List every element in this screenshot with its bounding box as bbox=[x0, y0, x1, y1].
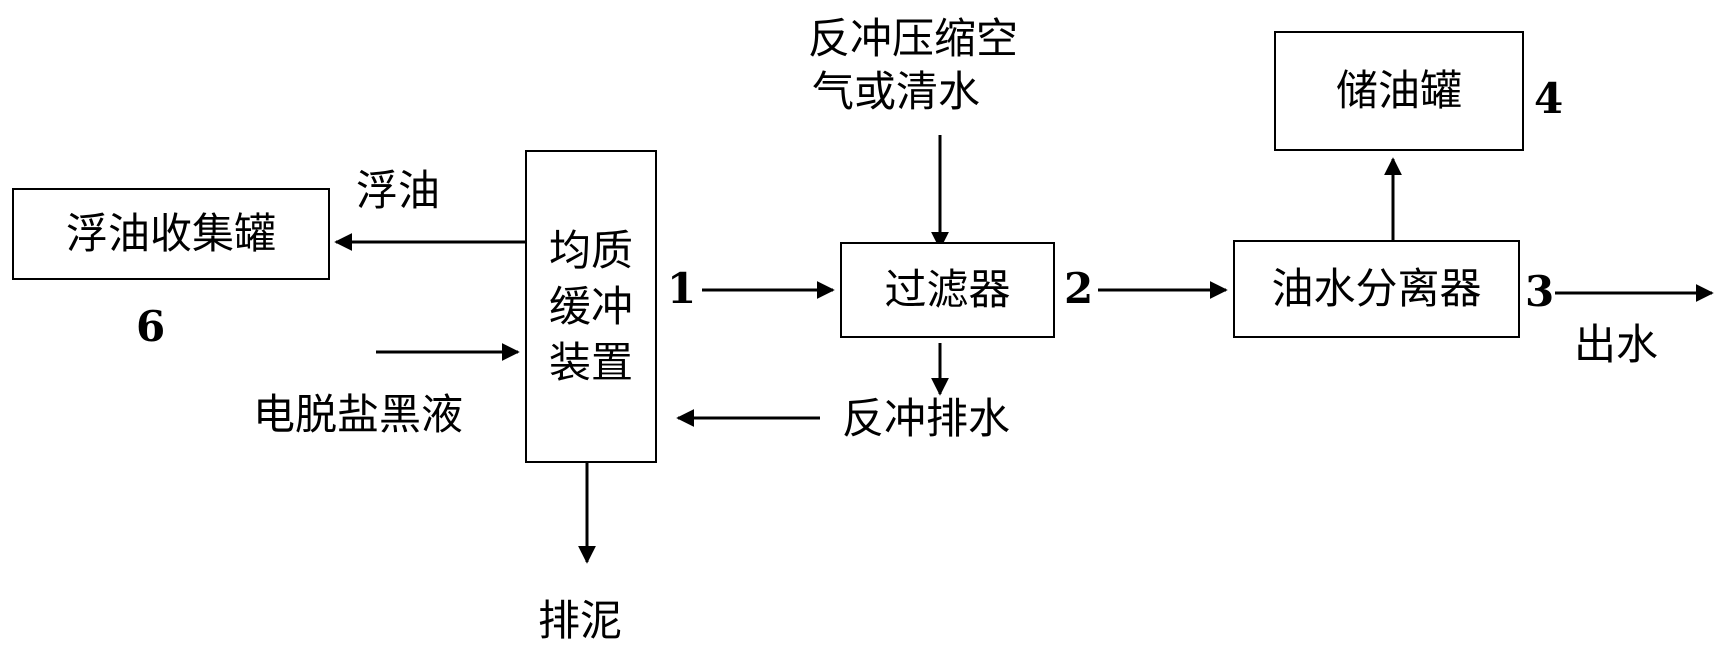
homogenizer-buffer-box: 均质 缓冲 装置 bbox=[525, 150, 657, 463]
float-oil-collection-tank-label: 浮油收集罐 bbox=[65, 209, 276, 258]
homogenizer-label-line-3: 装置 bbox=[548, 337, 633, 387]
sludge-label: 排泥 bbox=[538, 596, 623, 645]
backwash-drain-label: 反冲排水 bbox=[842, 394, 1011, 443]
backwash-input-label-line-2: 气或清水 bbox=[812, 67, 981, 116]
oil-tank-number: 4 bbox=[1534, 74, 1564, 123]
homogenizer-label-line-1: 均质 bbox=[548, 225, 633, 275]
float-oil-label: 浮油 bbox=[356, 166, 441, 215]
homogenizer-label-line-2: 缓冲 bbox=[548, 281, 633, 331]
outlet-label: 出水 bbox=[1574, 320, 1659, 369]
filter-number: 2 bbox=[1064, 264, 1094, 313]
float-oil-collection-tank-box: 浮油收集罐 bbox=[12, 188, 330, 280]
float-oil-tank-number: 6 bbox=[136, 302, 166, 351]
oil-storage-tank-label: 储油罐 bbox=[1335, 66, 1462, 115]
filter-box: 过滤器 bbox=[840, 242, 1055, 338]
separator-number: 3 bbox=[1525, 267, 1555, 316]
oil-storage-tank-box: 储油罐 bbox=[1274, 31, 1524, 151]
filter-label: 过滤器 bbox=[884, 265, 1011, 314]
oil-water-separator-label: 油水分离器 bbox=[1271, 264, 1482, 313]
feed-label: 电脱盐黑液 bbox=[253, 390, 464, 439]
backwash-input-label-line-1: 反冲压缩空 bbox=[808, 14, 1019, 63]
oil-water-separator-box: 油水分离器 bbox=[1233, 240, 1520, 338]
homogenizer-number: 1 bbox=[667, 264, 697, 313]
